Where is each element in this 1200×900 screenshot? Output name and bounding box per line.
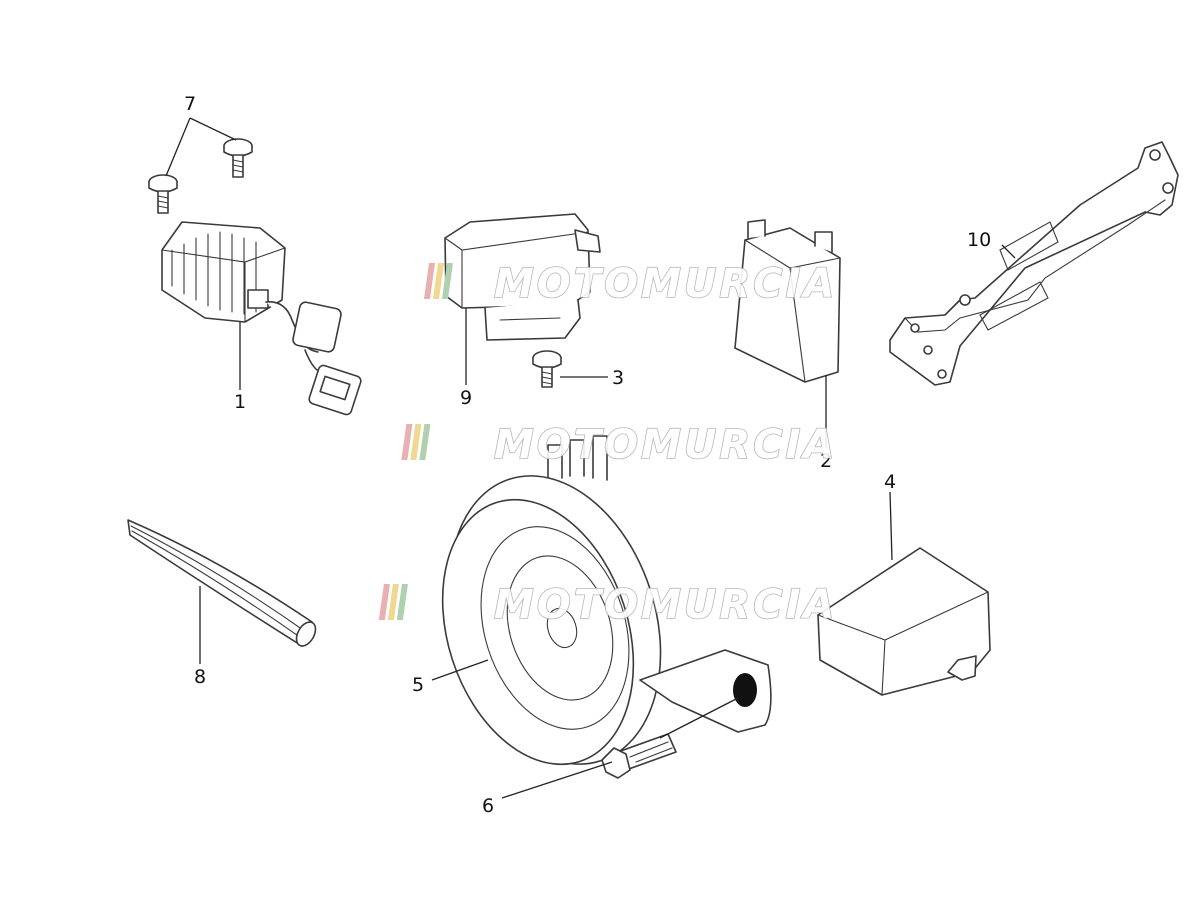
part-2-relay-box[interactable] [734, 219, 841, 383]
callout-8: 8 [194, 666, 206, 688]
callout-6: 6 [482, 795, 494, 817]
horn-mount-hole [733, 673, 757, 707]
callout-5: 5 [412, 674, 424, 696]
part-7-screw-b[interactable] [148, 174, 178, 214]
watermark-text: MOTOMURCIA [494, 422, 837, 468]
watermark-stripe [423, 263, 436, 299]
watermark-stripe [441, 263, 454, 299]
callout-labels: 7 1 9 3 2 10 4 8 5 6 [184, 93, 991, 817]
callout-4: 4 [884, 471, 896, 493]
part-9-relay-unit[interactable] [444, 213, 601, 341]
watermark-bottom: MOTOMURCIA [378, 581, 837, 629]
callout-1: 1 [234, 391, 246, 413]
leader-lines [165, 117, 1016, 799]
callout-10: 10 [967, 229, 991, 251]
watermark-stripe [432, 263, 445, 299]
part-8-rubber-strip[interactable] [127, 519, 319, 649]
part-6-bolt[interactable] [601, 733, 677, 779]
watermark-stripe [410, 424, 422, 460]
part-3-screw[interactable] [532, 350, 562, 388]
watermark-stripe [378, 584, 390, 620]
callout-9: 9 [460, 387, 472, 409]
part-1-voltage-regulator[interactable] [161, 221, 362, 416]
watermark-text: MOTOMURCIA [494, 582, 837, 628]
callout-7: 7 [184, 93, 196, 115]
watermark-stripe [387, 584, 399, 620]
watermark-text: MOTOMURCIA [494, 261, 837, 307]
part-10-bracket[interactable] [889, 141, 1179, 386]
watermark-top: MOTOMURCIA [423, 260, 837, 308]
part-4-control-box[interactable] [817, 547, 991, 696]
part-5-horn[interactable] [410, 435, 772, 792]
watermark-stripe [396, 584, 408, 620]
watermark-middle: MOTOMURCIA [401, 421, 837, 469]
watermark-stripe [401, 424, 413, 460]
callout-3: 3 [612, 367, 624, 389]
callout-2: 2 [820, 450, 832, 472]
watermark-stripe [419, 424, 431, 460]
part-7-screw-a[interactable] [223, 138, 253, 178]
